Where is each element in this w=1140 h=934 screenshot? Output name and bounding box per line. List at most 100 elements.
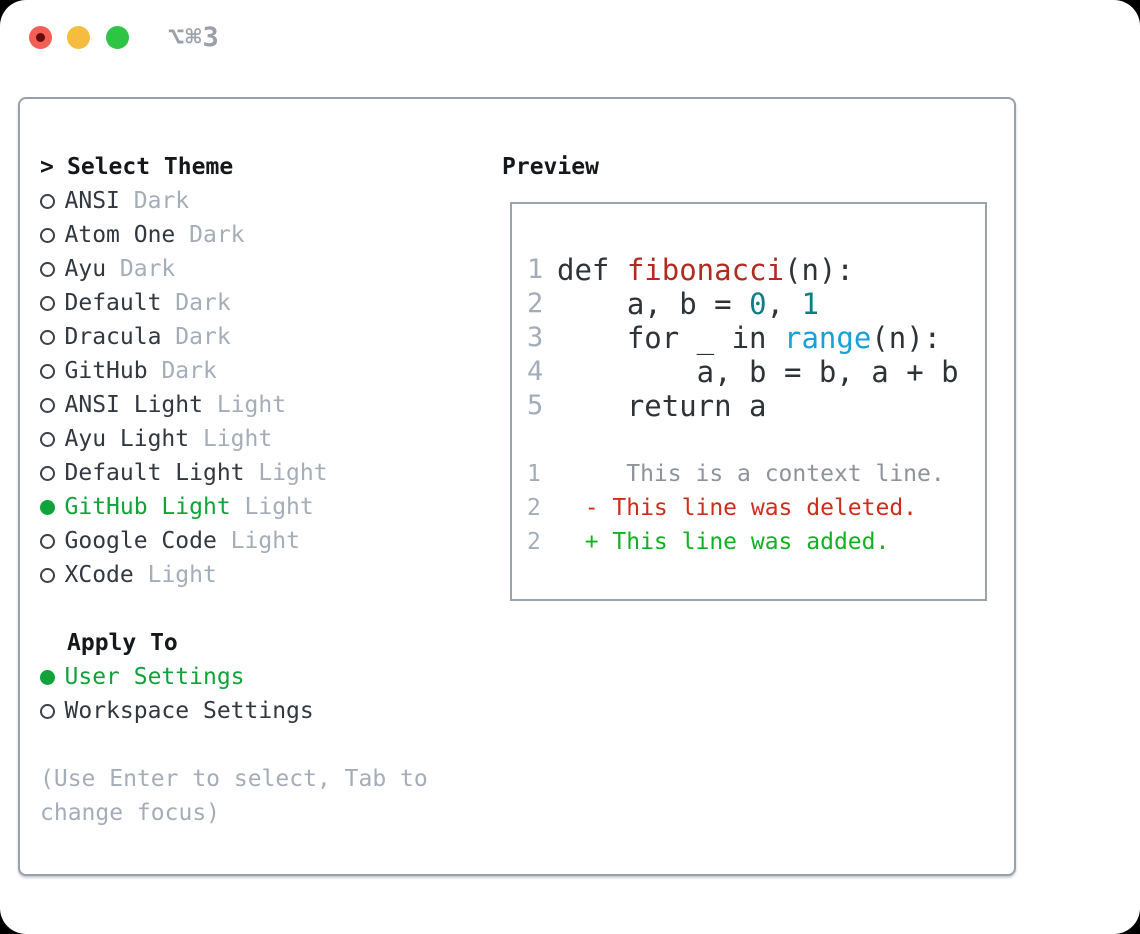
code-token: for _ in bbox=[557, 321, 784, 355]
radio-icon bbox=[40, 397, 55, 413]
theme-option-label: Dracula bbox=[64, 324, 162, 350]
radio-icon bbox=[40, 227, 55, 243]
radio-icon bbox=[40, 567, 55, 583]
theme-option[interactable]: Dracula Dark bbox=[40, 320, 428, 354]
theme-option[interactable]: Default Dark bbox=[40, 286, 428, 320]
radio-icon bbox=[40, 431, 55, 447]
theme-option[interactable]: Google Code Light bbox=[40, 524, 428, 558]
line-number: 1 bbox=[527, 254, 544, 285]
code-token: (n): bbox=[871, 321, 942, 355]
code-token: a, b = bbox=[557, 287, 750, 321]
line-number: 2 bbox=[527, 495, 541, 521]
theme-option-tag: Dark bbox=[119, 188, 190, 214]
code-token: 1 bbox=[801, 287, 819, 321]
radio-selected-icon bbox=[40, 499, 55, 515]
code-line: 4 a, b = b, a + b bbox=[527, 355, 985, 389]
code-token: - This line was deleted. bbox=[557, 495, 918, 521]
zoom-button[interactable] bbox=[106, 26, 129, 49]
prompt-icon: > bbox=[40, 154, 54, 180]
line-number: 4 bbox=[527, 356, 544, 387]
apply-to-option-label: User Settings bbox=[64, 664, 245, 690]
theme-option[interactable]: Default Light Light bbox=[40, 456, 428, 490]
theme-option-label: ANSI bbox=[64, 188, 120, 214]
unsaved-dot-icon bbox=[36, 33, 45, 42]
radio-icon bbox=[40, 703, 55, 719]
radio-icon bbox=[40, 329, 55, 345]
line-number: 2 bbox=[527, 529, 541, 555]
radio-selected-icon bbox=[40, 669, 55, 685]
line-number: 3 bbox=[527, 322, 544, 353]
apply-to-title: Apply To bbox=[67, 630, 178, 656]
theme-option-label: Ayu Light bbox=[64, 426, 190, 452]
code-token: range bbox=[783, 321, 872, 355]
theme-option-tag: Light bbox=[216, 528, 300, 554]
code-token: , bbox=[766, 287, 802, 321]
line-number: 1 bbox=[527, 461, 541, 487]
code-token: This is a context line. bbox=[557, 461, 945, 487]
radio-icon bbox=[40, 193, 55, 209]
apply-to-option-label: Workspace Settings bbox=[64, 698, 314, 724]
theme-option-label: ANSI Light bbox=[64, 392, 203, 418]
theme-option-tag: Dark bbox=[161, 324, 231, 350]
help-text-line: (Use Enter to select, Tab to bbox=[40, 766, 428, 792]
theme-option-label: GitHub Light bbox=[64, 494, 231, 520]
apply-to-option[interactable]: User Settings bbox=[40, 660, 428, 694]
spacer bbox=[40, 592, 428, 626]
radio-icon bbox=[40, 295, 55, 311]
code-line: 2 - This line was deleted. bbox=[527, 491, 985, 525]
theme-option[interactable]: XCode Light bbox=[40, 558, 428, 592]
theme-option-label: Atom One bbox=[64, 222, 176, 248]
code-token: return a bbox=[557, 389, 767, 423]
code-token: + This line was added. bbox=[557, 529, 890, 555]
theme-option-tag: Dark bbox=[147, 358, 217, 384]
help-text-line: change focus) bbox=[40, 800, 221, 826]
theme-option[interactable]: Ayu Dark bbox=[40, 252, 428, 286]
apply-to-header: Apply To bbox=[40, 626, 428, 660]
code-token: 0 bbox=[749, 287, 767, 321]
select-theme-title: Select Theme bbox=[67, 154, 234, 180]
select-theme-header: > Select Theme bbox=[40, 150, 428, 184]
radio-icon bbox=[40, 533, 55, 549]
radio-icon bbox=[40, 261, 55, 277]
theme-option[interactable]: ANSI Light Light bbox=[40, 388, 428, 422]
minimize-button[interactable] bbox=[67, 26, 90, 49]
apply-to-option[interactable]: Workspace Settings bbox=[40, 694, 428, 728]
theme-option-label: Default Light bbox=[64, 460, 245, 486]
theme-option[interactable]: ANSI Dark bbox=[40, 184, 428, 218]
theme-option-label: XCode bbox=[64, 562, 134, 588]
theme-option-tag: Light bbox=[244, 460, 328, 486]
code-token: fibonacci bbox=[626, 253, 784, 287]
theme-option[interactable]: GitHub Dark bbox=[40, 354, 428, 388]
code-line: 5 return a bbox=[527, 389, 985, 423]
theme-option-tag: Dark bbox=[175, 222, 245, 248]
theme-option-tag: Light bbox=[230, 494, 314, 520]
code-token: a, b = b, a + b bbox=[557, 355, 959, 389]
close-button[interactable] bbox=[29, 26, 52, 49]
theme-option-label: Google Code bbox=[64, 528, 217, 554]
theme-option-label: Default bbox=[64, 290, 162, 316]
code-token: (n): bbox=[783, 253, 854, 287]
preview-title: Preview bbox=[502, 154, 599, 180]
line-number: 5 bbox=[527, 390, 544, 421]
theme-option-label: Ayu bbox=[64, 256, 107, 282]
code-line: 3 for _ in range(n): bbox=[527, 321, 985, 355]
radio-icon bbox=[40, 465, 55, 481]
theme-option[interactable]: Atom One Dark bbox=[40, 218, 428, 252]
theme-option-label: GitHub bbox=[64, 358, 148, 384]
radio-icon bbox=[40, 363, 55, 379]
help-text: (Use Enter to select, Tab to change focus… bbox=[40, 762, 428, 830]
window-title: ⌥⌘3 bbox=[168, 22, 220, 53]
theme-option-tag: Light bbox=[133, 562, 217, 588]
spacer bbox=[40, 728, 428, 762]
line-number: 2 bbox=[527, 288, 544, 319]
theme-option[interactable]: GitHub Light Light bbox=[40, 490, 428, 524]
theme-option[interactable]: Ayu Light Light bbox=[40, 422, 428, 456]
theme-option-tag: Dark bbox=[106, 256, 176, 282]
code-token: def bbox=[557, 253, 627, 287]
